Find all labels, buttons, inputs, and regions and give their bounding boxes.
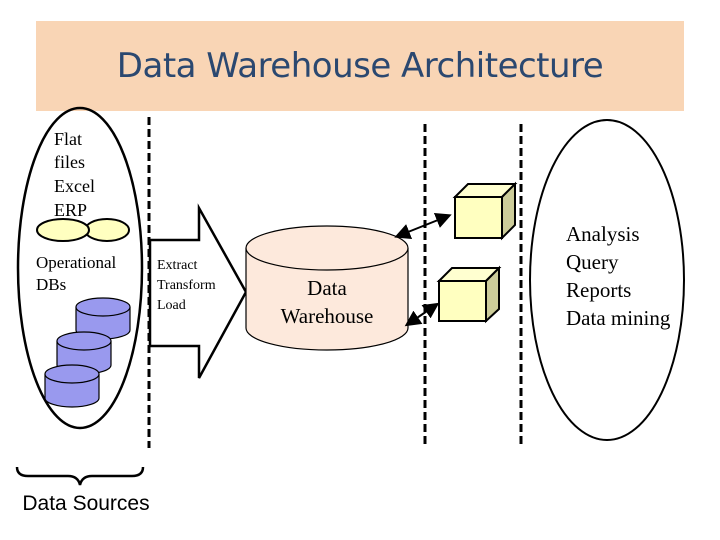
operational-label-line1: Operational [36,253,117,272]
file-type-erp: ERP [54,200,87,220]
warehouse-label-line1: Data [307,276,347,300]
database-icon [44,364,100,408]
tool-query: Query [566,250,619,274]
etl-arrow [148,203,248,379]
warehouse-label-line2: Warehouse [281,304,374,328]
page-title: Data Warehouse Architecture [116,46,604,86]
double-arrow-bottom [404,302,440,327]
data-warehouse-cylinder [245,225,409,351]
operational-label-line2: DBs [36,275,66,294]
file-type-flat: Flat [54,129,82,149]
cube-icon [436,265,502,324]
etl-step-extract: Extract [157,258,198,273]
database-icon [75,297,131,340]
file-type-files: files [54,152,85,172]
tool-reports: Reports [566,278,631,302]
etl-step-load: Load [157,298,186,313]
file-types-list: Flat files Excel ERP [54,129,95,220]
double-arrow-top [394,213,452,239]
file-ellipse-icon [36,218,90,242]
tool-analysis: Analysis [566,222,640,246]
sources-brace [15,466,145,486]
data-sources-caption: Data Sources [22,492,149,515]
tool-data-mining: Data mining [566,306,671,330]
file-ellipse-icon [84,218,130,242]
sources-ellipse [16,106,144,430]
etl-step-transform: Transform [157,278,216,293]
title-banner: Data Warehouse Architecture [36,21,684,111]
file-type-excel: Excel [54,176,95,196]
tools-ellipse [529,119,685,441]
cube-icon [452,181,518,241]
